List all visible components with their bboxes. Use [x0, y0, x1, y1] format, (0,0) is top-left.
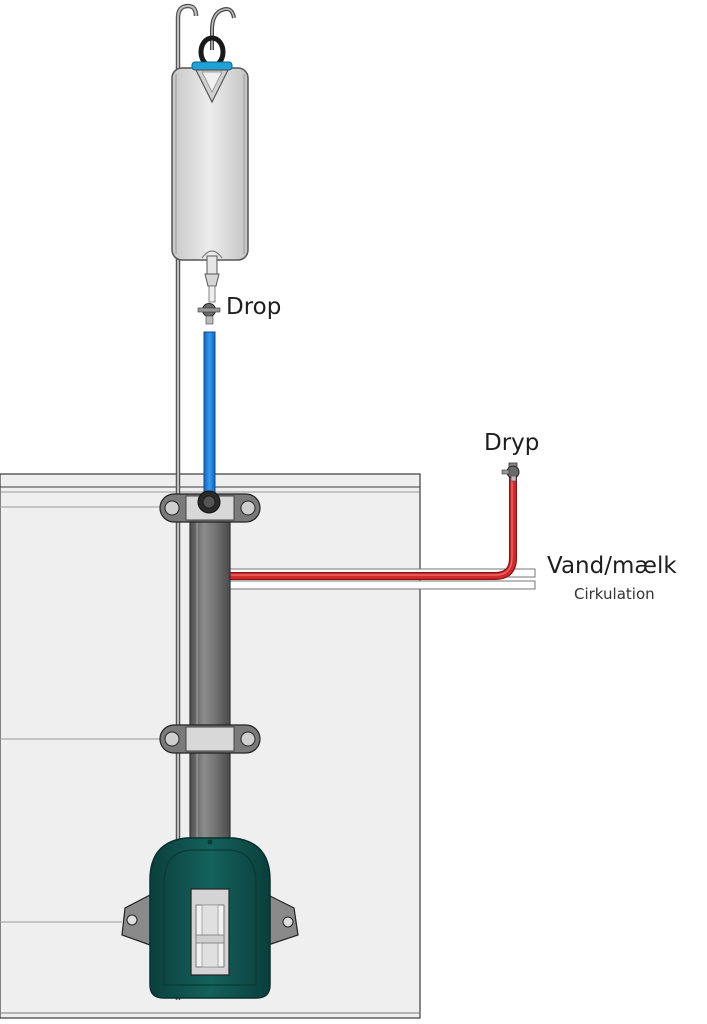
label-drop: Drop [226, 294, 282, 320]
dryp-tube [226, 474, 517, 580]
middle-clamp [159, 724, 261, 754]
iv-bag [171, 61, 249, 261]
drop-valve-icon [197, 303, 221, 325]
upper-clamp [159, 490, 261, 523]
clamp-bolt-icon [240, 500, 256, 516]
iv-hook-icon [198, 7, 236, 69]
clamp-bolt-icon [240, 731, 256, 747]
label-cirkulation: Cirkulation [574, 585, 655, 603]
label-dryp: Dryp [484, 430, 540, 456]
label-vand-maelk: Vand/mælk [547, 553, 677, 579]
iv-hanger-pole [175, 3, 199, 1000]
bag-outlet [204, 255, 220, 303]
clamp-bolt-icon [164, 731, 180, 747]
vertical-feed-pipe [189, 499, 231, 846]
drop-tube [203, 331, 216, 493]
clamp-bolt-icon [164, 500, 180, 516]
feeder-unit [121, 837, 299, 999]
dryp-valve-icon [501, 462, 520, 482]
